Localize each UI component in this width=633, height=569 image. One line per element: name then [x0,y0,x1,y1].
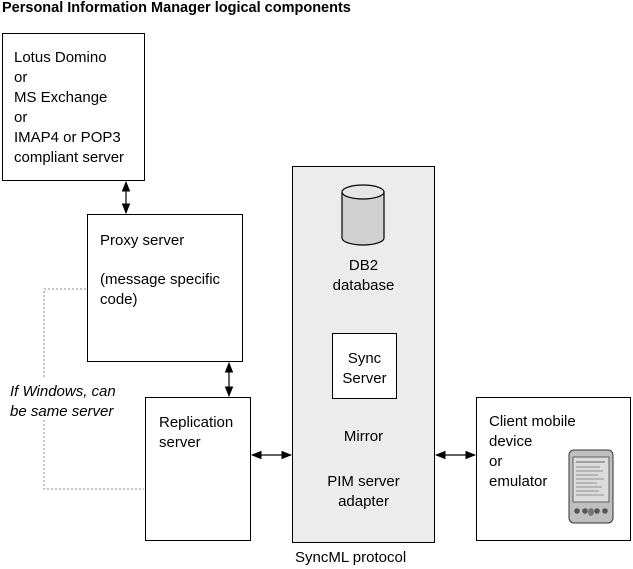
windows-dashed-bracket [43,288,86,378]
adapter-line-1: PIM server [327,473,400,490]
mail-server-box [2,33,145,181]
windows-note-line-1: If Windows, can [10,383,116,400]
proxy-server-line-3: code) [100,291,138,308]
sync-server-line-1: Sync [347,350,382,367]
sync-server-line-2: Server [342,370,387,387]
client-line-1: Client mobile [489,413,576,430]
db2-line-2: database [332,277,395,294]
mirror-label: Mirror [343,428,384,445]
replication-server-box [145,397,251,541]
sync-server-box [332,333,397,399]
proxy-server-line-2: (message specific [100,271,221,288]
db2-line-1: DB2 [348,257,379,274]
syncml-caption: SyncML protocol [295,549,407,566]
client-line-2: device [489,433,533,450]
client-line-4: emulator [489,473,548,490]
replication-server-line-1: Replication [159,414,234,431]
diagram-title: Personal Information Manager logical com… [2,0,351,16]
mail-server-line-4: or [14,109,28,126]
replication-server-line-2: server [159,434,201,451]
windows-dashed-bracket-lower [43,420,144,490]
adapter-line-2: adapter [338,493,389,510]
mail-server-line-1: Lotus Domino [14,49,107,66]
client-line-3: or [489,453,503,470]
proxy-server-box [87,214,243,362]
mail-server-line-6: compliant server [14,149,125,166]
database-cylinder-icon [341,184,385,246]
mail-server-line-3: MS Exchange [14,89,108,106]
mail-server-line-5: IMAP4 or POP3 [14,129,121,146]
pda-device-icon [568,449,614,524]
windows-note-line-2: be same server [10,403,114,420]
proxy-server-line-1: Proxy server [100,232,185,249]
mail-server-line-2: or [14,69,28,86]
